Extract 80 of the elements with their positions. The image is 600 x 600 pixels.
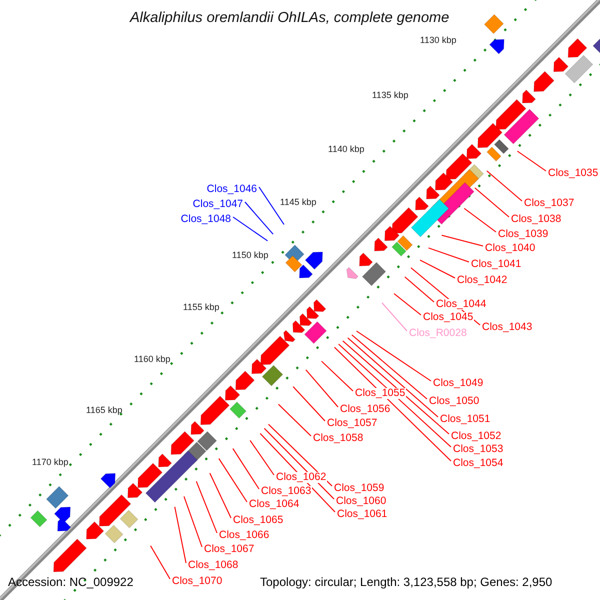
gene-label: Clos_1044 (435, 299, 488, 310)
leader-line (381, 302, 408, 332)
leader-line (209, 472, 232, 518)
leader-line (244, 202, 274, 235)
gene-label: Clos_1035 (547, 168, 600, 178)
leader-line (441, 234, 484, 246)
gene-label: Clos_1067 (203, 544, 256, 554)
gene-label: Clos_1040 (484, 243, 536, 254)
gene-label: Clos_1070 (171, 576, 224, 586)
leader-line (351, 334, 428, 400)
leader-line (260, 433, 336, 512)
scale-label: 1150 kbp (232, 251, 268, 260)
gene-label: Clos_1046 (206, 184, 258, 194)
leader-line (404, 276, 434, 302)
leader-line (342, 340, 450, 434)
leader-line (428, 247, 470, 262)
gene-label: Clos_1045 (422, 312, 474, 322)
leader-line (258, 186, 284, 225)
gene-label: Clos_1068 (187, 560, 240, 570)
gene-label: Clos_1052 (450, 431, 502, 442)
scale-label: 1140 kbp (328, 145, 364, 154)
gene-label: Clos_1053 (452, 444, 504, 454)
leader-line (321, 360, 354, 392)
leader-line (278, 404, 312, 436)
leader-line (474, 187, 510, 218)
gene-label: Clos_1048 (180, 214, 232, 224)
diagram-title: Alkaliphilus oremlandii OhILAs, complete genome (130, 11, 450, 26)
leader-line (347, 337, 438, 418)
leader-line (305, 369, 338, 408)
leader-line (420, 260, 456, 278)
leader-line (184, 496, 202, 548)
leader-line (334, 346, 452, 462)
leader-line (232, 448, 260, 490)
scale-label: 1170 kbp (32, 458, 68, 467)
gene-label: Clos_1041 (470, 259, 522, 270)
scale-label: 1135 kbp (372, 91, 408, 100)
gene-label: Clos_1037 (523, 198, 576, 208)
gene-label: Clos_1056 (339, 404, 392, 414)
leader-line (356, 330, 432, 382)
leader-line (150, 545, 170, 580)
leader-line (232, 216, 268, 242)
leader-line (250, 440, 274, 476)
gene-label: Clos_1054 (452, 458, 504, 468)
leader-line (268, 424, 332, 486)
gene-label: Clos_1050 (428, 396, 480, 406)
scale-label: 1165 kbp (86, 406, 122, 415)
gene-label: Clos_1043 (481, 322, 534, 332)
gene-label: Clos_1058 (312, 433, 364, 444)
accession-text: Accession: NC_009922 (8, 576, 134, 588)
genome-summary-text: Topology: circular; Length: 3,123,558 bp; Genes: 2,950 (260, 576, 552, 588)
scale-label: 1160 kbp (134, 355, 170, 364)
gene-label: Clos_1063 (260, 486, 312, 496)
gene-label: Clos_1062 (275, 472, 328, 482)
scale-label: 1130 kbp (420, 36, 456, 45)
gene-label: Clos_1060 (335, 496, 388, 506)
gene-label: Clos_1038 (510, 214, 562, 224)
leader-line (292, 386, 326, 422)
gene-label: Clos_1064 (248, 499, 300, 510)
gene-label: Clos_1057 (326, 418, 378, 428)
leader-line (516, 150, 546, 172)
gene-label: Clos_1059 (333, 483, 386, 494)
gene-label: Clos_1049 (432, 378, 484, 388)
gene-label: Clos_1042 (456, 275, 508, 286)
leader-line (394, 293, 422, 316)
gene-label: Clos_1066 (218, 530, 270, 540)
leader-line (196, 480, 218, 534)
leader-line (338, 344, 452, 448)
gene-label: Clos_1051 (439, 414, 492, 424)
leader-line (174, 506, 186, 564)
gene-label: Clos_1055 (354, 388, 406, 398)
gene-label: Clos_1039 (497, 229, 550, 240)
gene-label: Clos_R0028 (408, 328, 468, 338)
leader-line (486, 170, 522, 202)
gene-label: Clos_1065 (232, 515, 284, 526)
leader-line (464, 208, 496, 232)
scale-label: 1145 kbp (280, 198, 316, 207)
gene-label: Clos_1061 (336, 509, 388, 520)
scale-label: 1155 kbp (183, 303, 220, 312)
gene-label: Clos_1047 (192, 199, 244, 210)
leader-line (218, 458, 248, 502)
